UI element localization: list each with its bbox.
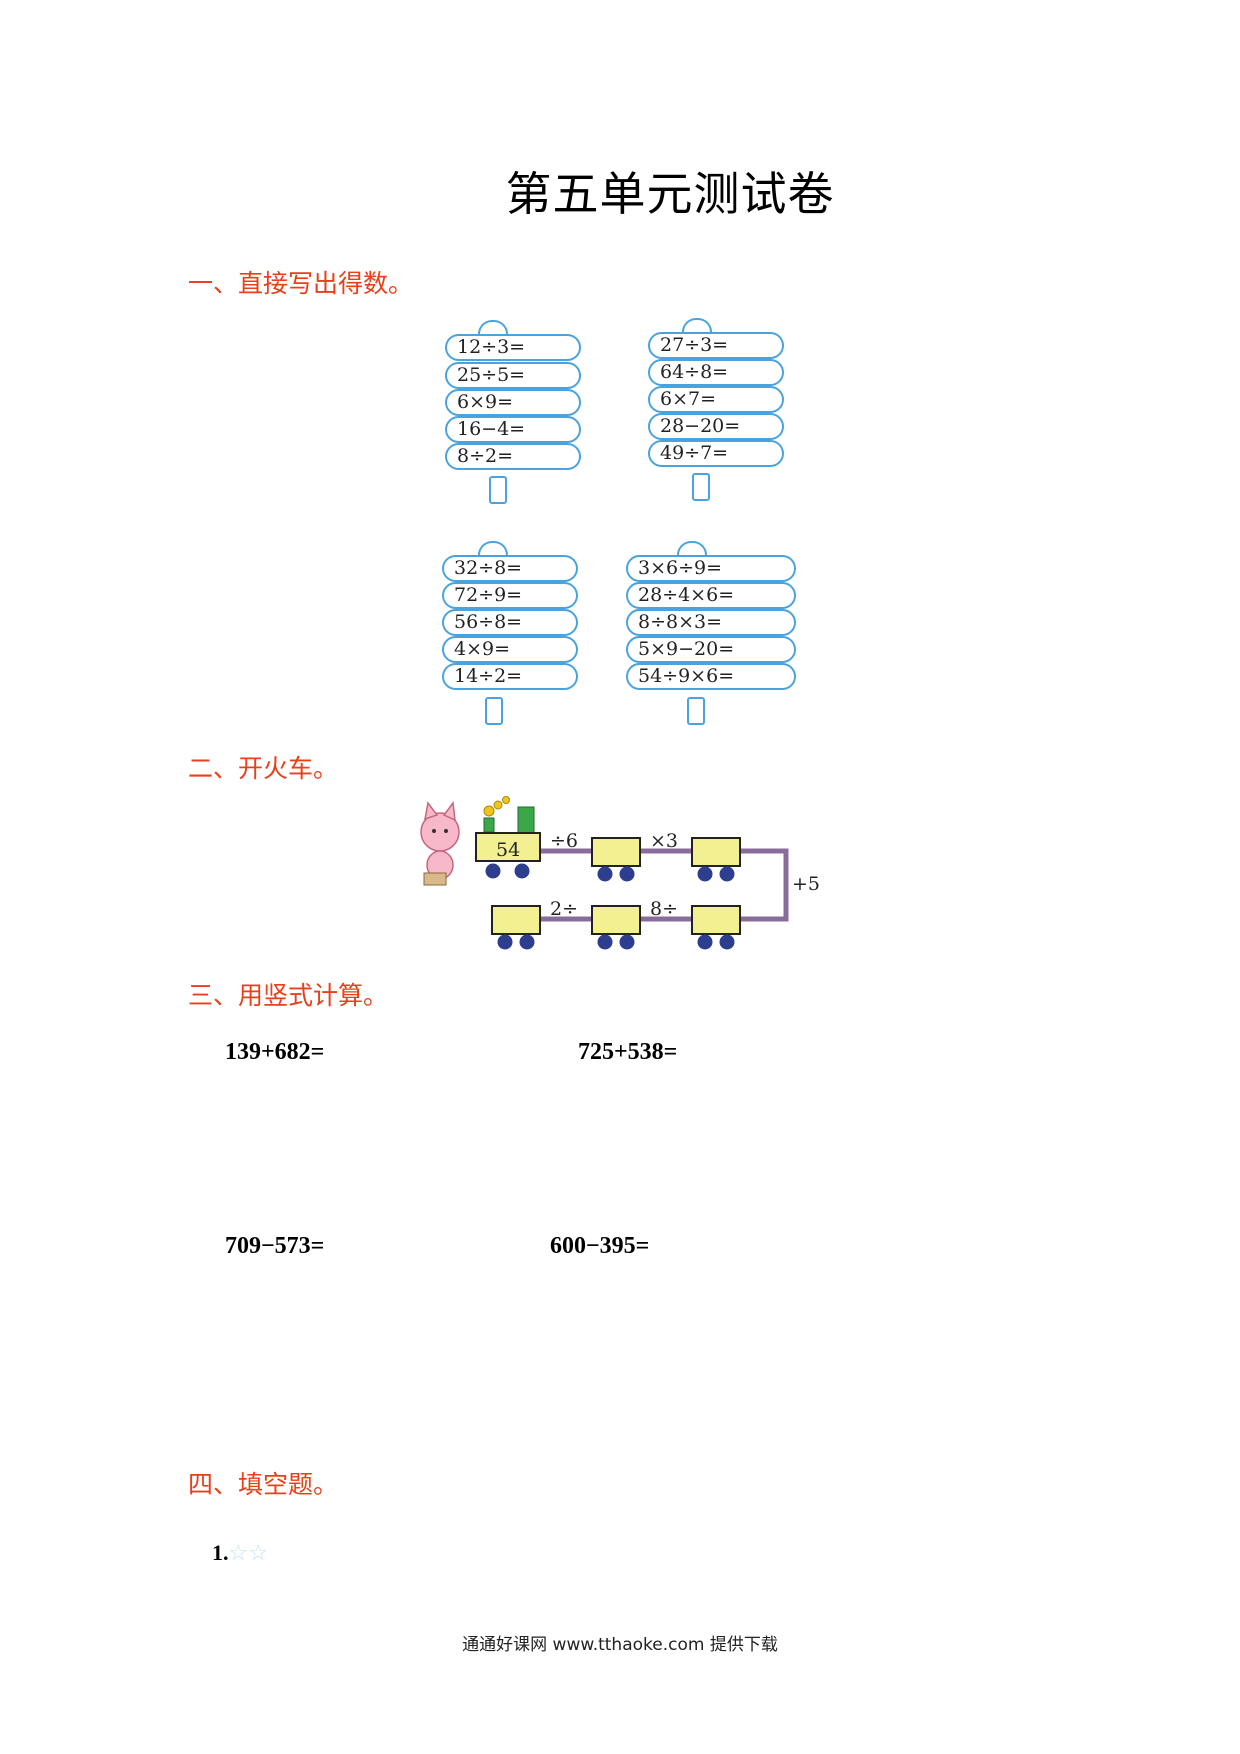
oral-item: 27÷3= [648, 332, 784, 359]
section-heading-1: 一、直接写出得数。 [188, 269, 414, 298]
jar-icon [692, 473, 710, 501]
jar-icon [485, 697, 503, 725]
train-car [591, 837, 641, 867]
footer-text: 通通好课网 www.tthaoke.com 提供下载 [462, 1635, 778, 1655]
vertical-calc-4: 600−395= [550, 1233, 650, 1259]
hook-icon [677, 541, 707, 561]
oral-item: 72÷9= [442, 582, 578, 609]
hook-icon [478, 320, 508, 340]
difficulty-stars-icon: ☆☆ [228, 1540, 268, 1565]
train-car [491, 905, 541, 935]
section-heading-2: 二、开火车。 [188, 754, 339, 783]
oral-item: 56÷8= [442, 609, 578, 636]
oral-item: 32÷8= [442, 555, 578, 582]
jar-icon [687, 697, 705, 725]
section-heading-4: 四、填空题。 [188, 1470, 339, 1499]
vertical-calc-1: 139+682= [225, 1039, 325, 1065]
train-op-1: ÷6 [550, 830, 578, 852]
oral-item: 28−20= [648, 413, 784, 440]
oral-item: 8÷8×3= [626, 609, 796, 636]
train-locomotive [475, 796, 541, 879]
oral-item: 54÷9×6= [626, 663, 796, 690]
train-op-2: ×3 [650, 830, 678, 852]
hook-icon [478, 541, 508, 561]
oral-item: 16−4= [445, 416, 581, 443]
hook-icon [682, 318, 712, 338]
oral-item: 14÷2= [442, 663, 578, 690]
oral-item: 49÷7= [648, 440, 784, 467]
train-diagram: 54 ÷6 ×3 +5 8÷ 2÷ [420, 796, 820, 950]
page-title: 第五单元测试卷 [505, 167, 835, 221]
train-op-3: +5 [792, 873, 820, 895]
oral-item: 3×6÷9= [626, 555, 796, 582]
train-car [691, 837, 741, 867]
oral-item: 6×7= [648, 386, 784, 413]
vertical-calc-3: 709−573= [225, 1233, 325, 1259]
oral-item: 25÷5= [445, 362, 581, 389]
train-op-4: 8÷ [650, 898, 678, 920]
section-heading-3: 三、用竖式计算。 [188, 981, 389, 1010]
train-op-5: 2÷ [550, 898, 578, 920]
oral-item: 5×9−20= [626, 636, 796, 663]
question-number: 1. [212, 1540, 229, 1565]
oral-item: 8÷2= [445, 443, 581, 470]
train-car [691, 905, 741, 935]
cat-icon [420, 801, 460, 886]
vertical-calc-2: 725+538= [578, 1039, 678, 1065]
oral-item: 64÷8= [648, 359, 784, 386]
oral-item: 4×9= [442, 636, 578, 663]
train-car [591, 905, 641, 935]
jar-icon [489, 476, 507, 504]
question-1: 1.☆☆ [212, 1540, 268, 1566]
train-start-value: 54 [496, 839, 520, 861]
oral-item: 12÷3= [445, 334, 581, 361]
oral-item: 28÷4×6= [626, 582, 796, 609]
oral-item: 6×9= [445, 389, 581, 416]
